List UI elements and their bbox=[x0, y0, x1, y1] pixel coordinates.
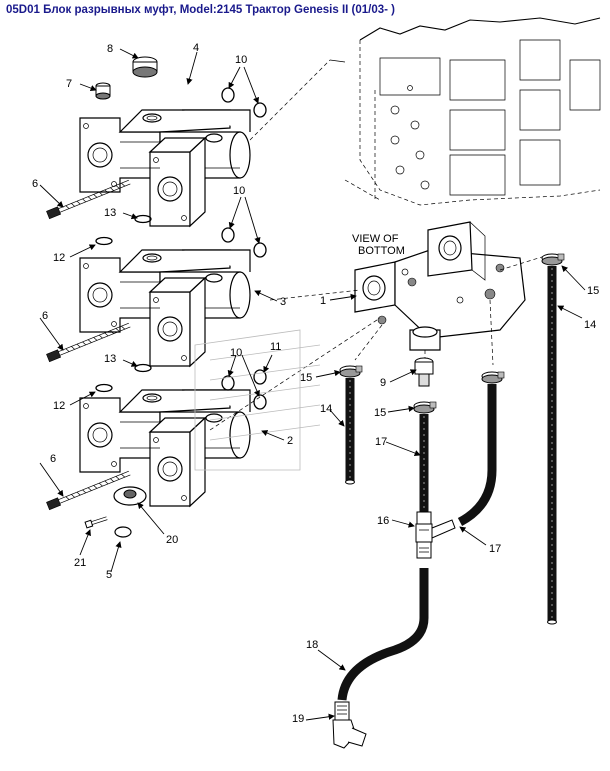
cover-20 bbox=[113, 486, 147, 506]
clamp-15-b bbox=[413, 401, 437, 414]
tee-fitting-16 bbox=[415, 511, 456, 559]
hose-17-right bbox=[457, 384, 497, 526]
callout-5: 5 bbox=[106, 569, 112, 581]
callout-12-mid: 12 bbox=[53, 400, 65, 412]
callout-6-bottom: 6 bbox=[50, 453, 56, 465]
callout-20: 20 bbox=[166, 534, 178, 546]
callout-13-mid: 13 bbox=[104, 353, 116, 365]
callout-17-right: 17 bbox=[489, 543, 501, 555]
callout-16: 16 bbox=[377, 515, 389, 527]
valve-body-2 bbox=[79, 389, 251, 507]
callout-arrows bbox=[39, 48, 586, 721]
valve-body-3 bbox=[79, 249, 251, 367]
callout-6-mid: 6 bbox=[42, 310, 48, 322]
cap-8 bbox=[132, 56, 158, 78]
hose-14-right bbox=[547, 266, 557, 625]
callout-18: 18 bbox=[306, 639, 318, 651]
leader-lines bbox=[209, 59, 546, 431]
callout-12-top: 12 bbox=[53, 252, 65, 264]
callout-1: 1 bbox=[320, 295, 326, 307]
callout-21: 21 bbox=[74, 557, 86, 569]
callout-4: 4 bbox=[193, 42, 199, 54]
view-label-line1: VIEW OF bbox=[352, 233, 399, 245]
callout-15-mid: 15 bbox=[374, 407, 386, 419]
callout-3: 3 bbox=[280, 296, 286, 308]
view-label-line2: BOTTOM bbox=[358, 245, 405, 257]
callout-10-top: 10 bbox=[235, 54, 247, 66]
callout-8: 8 bbox=[107, 43, 113, 55]
callout-15-right: 15 bbox=[587, 285, 599, 297]
callout-10-bottom: 10 bbox=[230, 347, 242, 359]
callout-11: 11 bbox=[270, 341, 281, 353]
bottom-view-assembly bbox=[354, 221, 526, 351]
callout-2: 2 bbox=[287, 435, 293, 447]
callout-17-left: 17 bbox=[375, 436, 387, 448]
cap-5 bbox=[114, 526, 132, 538]
tractor-block-outline bbox=[344, 17, 601, 206]
callout-10-mid: 10 bbox=[233, 185, 245, 197]
callout-15-left: 15 bbox=[300, 372, 312, 384]
callout-9: 9 bbox=[380, 377, 386, 389]
clamp-15-c bbox=[481, 371, 505, 384]
screw-21 bbox=[84, 516, 108, 529]
plug-7 bbox=[95, 82, 111, 100]
callout-19: 19 bbox=[292, 713, 304, 725]
callout-7: 7 bbox=[66, 78, 72, 90]
callout-14-right: 14 bbox=[584, 319, 596, 331]
hose-18 bbox=[337, 568, 429, 701]
callout-labels: 8 7 4 10 6 13 12 10 3 6 13 12 10 11 2 6 … bbox=[32, 42, 599, 725]
hose-14-left bbox=[345, 378, 355, 485]
elbow-fitting-19 bbox=[332, 701, 367, 749]
clamp-15-a bbox=[339, 365, 363, 378]
page-title: 05D01 Блок разрывных муфт, Model:2145 Тр… bbox=[6, 4, 396, 16]
callout-6-top: 6 bbox=[32, 178, 38, 190]
clamp-15-d bbox=[541, 253, 565, 266]
callout-14-left: 14 bbox=[320, 403, 332, 415]
o-rings bbox=[95, 87, 267, 410]
fitting-9 bbox=[414, 357, 434, 387]
callout-13-top: 13 bbox=[104, 207, 116, 219]
